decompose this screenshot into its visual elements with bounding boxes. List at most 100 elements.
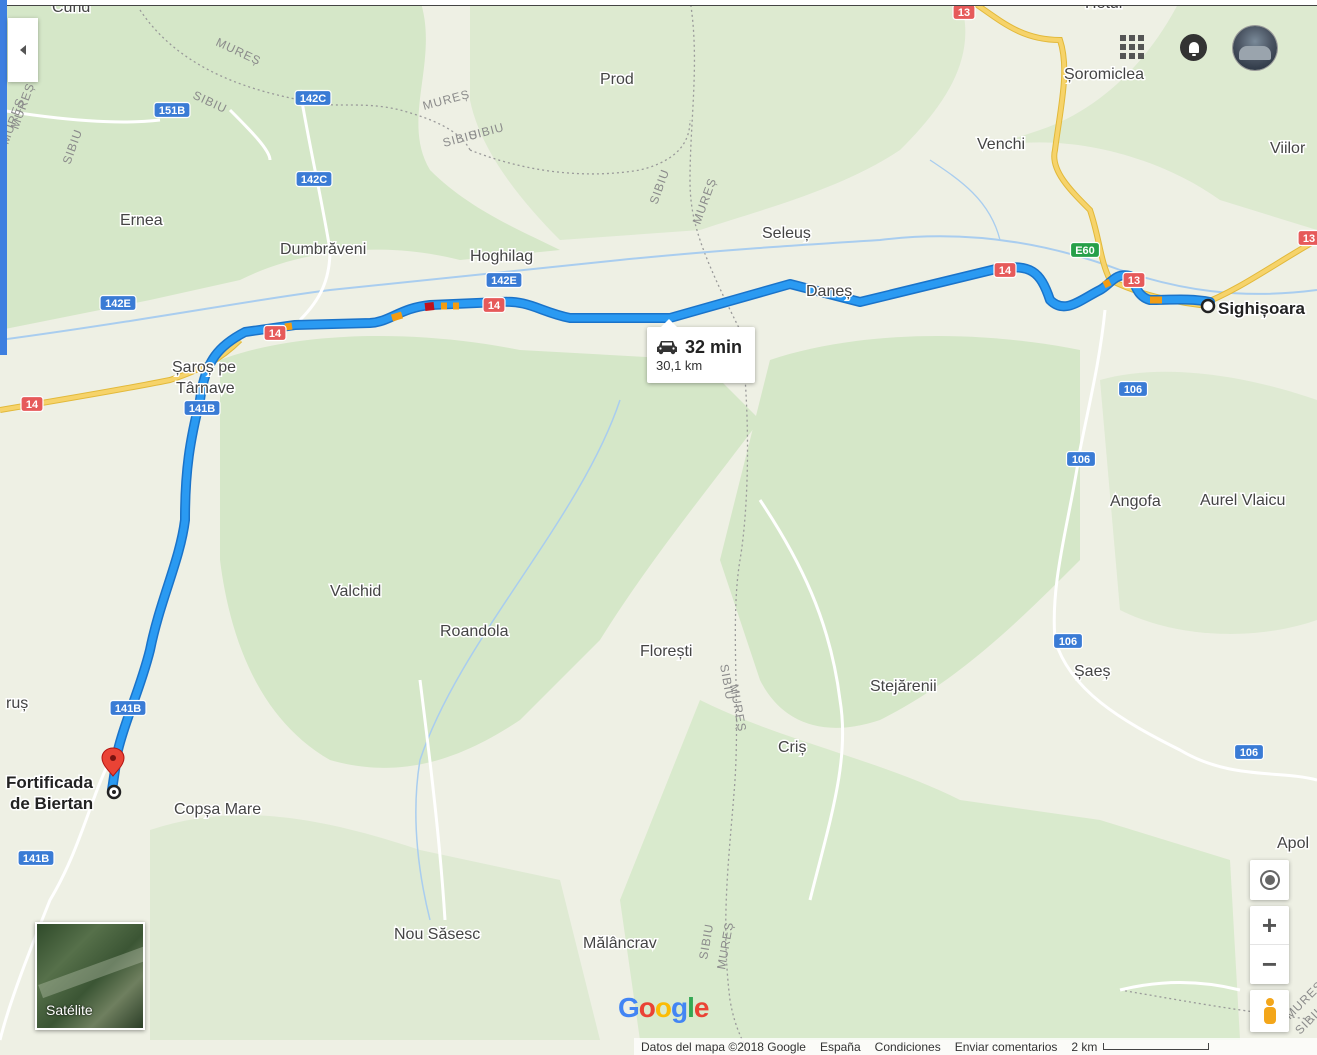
route-distance: 30,1 km xyxy=(656,358,703,373)
svg-text:141B: 141B xyxy=(23,853,49,865)
place-label[interactable]: Valchid xyxy=(329,582,383,602)
road-shield: 13 xyxy=(1122,271,1146,289)
zoom-in-button[interactable]: + xyxy=(1250,906,1289,945)
svg-text:14: 14 xyxy=(269,328,282,340)
place-label[interactable]: ruș xyxy=(5,694,30,714)
top-border xyxy=(0,0,1317,6)
zoom-control: + − xyxy=(1250,906,1289,984)
map-footer: Datos del mapa ©2018 Google España Condi… xyxy=(634,1038,1317,1055)
svg-text:142C: 142C xyxy=(301,174,327,186)
road-shield: 106 xyxy=(1052,632,1084,650)
place-label[interactable]: Venchi xyxy=(976,135,1027,155)
place-label[interactable]: Șoromiclea xyxy=(1063,65,1146,85)
place-label[interactable]: Daneș xyxy=(805,282,854,302)
destination-label-line1[interactable]: Fortificada xyxy=(5,772,95,794)
terms-link[interactable]: Condiciones xyxy=(874,1039,941,1054)
place-label[interactable]: Hoghilag xyxy=(469,247,535,267)
svg-text:106: 106 xyxy=(1240,747,1258,759)
road-shield: 14 xyxy=(263,324,287,342)
scale-bar[interactable]: 2 km xyxy=(1071,1040,1216,1054)
road-shield: 151B xyxy=(153,101,191,119)
pegman-icon xyxy=(1263,998,1276,1024)
svg-text:14: 14 xyxy=(999,265,1012,277)
place-label[interactable]: Viilor xyxy=(1269,139,1308,159)
svg-text:142E: 142E xyxy=(105,298,131,310)
map-data-attribution: Datos del mapa ©2018 Google xyxy=(641,1039,806,1054)
minus-icon: − xyxy=(1261,948,1278,979)
place-label[interactable]: Mălâncrav xyxy=(582,934,659,954)
country-link[interactable]: España xyxy=(819,1039,861,1054)
satellite-toggle[interactable]: Satélite xyxy=(35,922,145,1030)
place-label[interactable]: Seleuș xyxy=(761,224,813,244)
place-label[interactable]: Stejărenii xyxy=(869,677,939,697)
place-label[interactable]: Florești xyxy=(639,642,694,662)
county-label: SIBIU xyxy=(696,922,716,960)
road-shield: 142C xyxy=(295,170,333,188)
svg-text:141B: 141B xyxy=(115,703,141,715)
svg-text:142C: 142C xyxy=(300,93,326,105)
my-location-icon xyxy=(1264,875,1275,885)
road-shields: 151B142C142C142E142E14141414131313E60141… xyxy=(17,3,1317,867)
origin-marker[interactable] xyxy=(1200,298,1216,314)
road-shield: 142C xyxy=(294,89,332,107)
svg-text:106: 106 xyxy=(1124,384,1142,396)
plus-icon: + xyxy=(1261,909,1278,940)
svg-text:151B: 151B xyxy=(159,105,185,117)
road-shield: 13 xyxy=(952,3,976,21)
street-view-button[interactable] xyxy=(1250,990,1289,1032)
apps-grid-icon[interactable] xyxy=(1120,35,1144,59)
road-shield: 141B xyxy=(17,849,55,867)
road-shield: 14 xyxy=(20,395,44,413)
place-label[interactable]: Prod xyxy=(599,70,636,90)
svg-text:106: 106 xyxy=(1072,454,1090,466)
collapse-panel-button[interactable] xyxy=(8,18,38,82)
zoom-out-button[interactable]: − xyxy=(1250,945,1289,983)
place-label[interactable]: Șaroș pe xyxy=(171,358,238,378)
feedback-link[interactable]: Enviar comentarios xyxy=(954,1039,1058,1054)
avatar[interactable] xyxy=(1233,26,1277,70)
side-panel-edge xyxy=(0,0,7,355)
map-pin-icon[interactable] xyxy=(101,747,125,777)
svg-text:E60: E60 xyxy=(1075,245,1095,257)
road-shield: 13 xyxy=(1297,229,1317,247)
destination-label-line2[interactable]: de Biertan xyxy=(9,793,95,815)
place-label[interactable]: Aurel Vlaicu xyxy=(1199,491,1287,511)
google-logo: Google xyxy=(618,992,709,1023)
svg-text:13: 13 xyxy=(1303,233,1315,245)
place-label[interactable]: Criș xyxy=(777,738,808,758)
chevron-left-icon xyxy=(20,45,26,55)
road-shield: 141B xyxy=(183,399,221,417)
origin-label[interactable]: Sighișoara xyxy=(1217,298,1307,320)
my-location-button[interactable] xyxy=(1250,860,1289,900)
road-shield: 141B xyxy=(109,699,147,717)
car-icon xyxy=(657,341,677,355)
place-label[interactable]: Șaeș xyxy=(1073,662,1112,682)
place-label[interactable]: Roandola xyxy=(439,622,511,642)
place-label[interactable]: Copșa Mare xyxy=(173,800,263,820)
road-shield: 106 xyxy=(1117,380,1149,398)
svg-text:14: 14 xyxy=(26,399,39,411)
destination-marker-dot xyxy=(112,790,116,794)
place-label[interactable]: Târnave xyxy=(175,379,237,399)
route-info-card[interactable]: 32 min 30,1 km xyxy=(647,319,755,383)
road-shield: 142E xyxy=(485,271,523,289)
traffic-segments xyxy=(284,278,1162,331)
route-time: 32 min xyxy=(685,337,743,357)
road-shield: 142E xyxy=(99,294,137,312)
svg-text:13: 13 xyxy=(1128,275,1140,287)
svg-text:13: 13 xyxy=(958,7,970,19)
satellite-label: Satélite xyxy=(46,1002,93,1018)
svg-text:106: 106 xyxy=(1059,636,1077,648)
road-shield: 106 xyxy=(1233,743,1265,761)
bell-icon[interactable] xyxy=(1180,34,1207,61)
place-label[interactable]: Ernea xyxy=(119,211,165,231)
place-label[interactable]: Angofa xyxy=(1109,492,1163,512)
county-label: SIBIU xyxy=(717,663,737,701)
place-label[interactable]: Nou Săsesc xyxy=(393,925,482,945)
svg-text:142E: 142E xyxy=(491,275,517,287)
place-label[interactable]: Dumbrăveni xyxy=(279,240,368,260)
place-label[interactable]: Apol xyxy=(1276,834,1311,854)
